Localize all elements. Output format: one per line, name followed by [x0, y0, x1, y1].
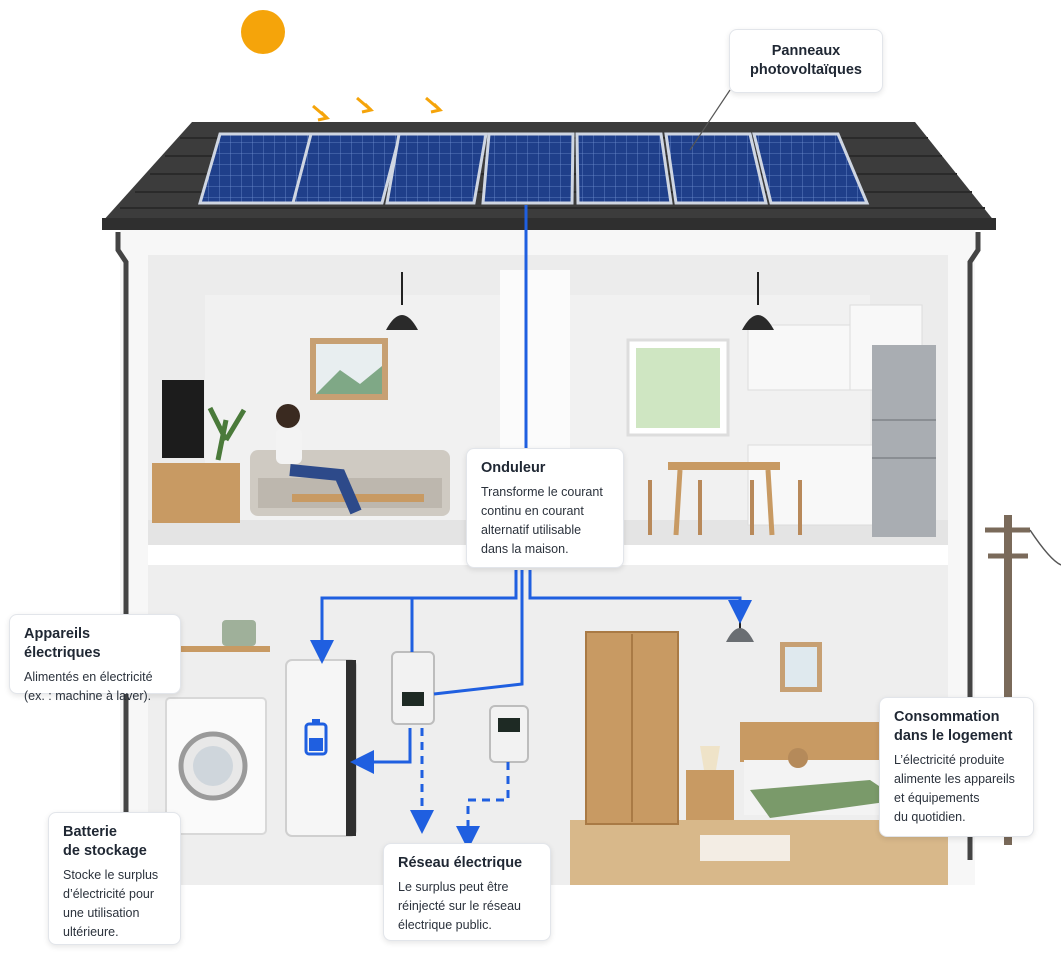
kitchen	[626, 272, 936, 537]
batterie-desc-line-1: Stocke le surplus	[63, 868, 159, 882]
batterie-title-line-2: de stockage	[63, 843, 147, 859]
electrical-wiring	[310, 205, 752, 850]
onduleur-desc-line-3: alternatif utilisable	[481, 523, 582, 537]
appareils-title: Appareils électriques	[24, 626, 101, 661]
bedroom	[585, 620, 906, 861]
solar-panel-icon	[385, 132, 488, 205]
reseau-desc-line-2: réinjecté sur le réseau	[398, 899, 521, 913]
solar-panel-icon	[575, 132, 673, 205]
meter-icon	[489, 705, 529, 763]
panneaux-pointer	[689, 89, 731, 151]
solar-panel-array	[198, 132, 870, 205]
callout-batterie: Batterie de stockage Stocke le surplus d…	[48, 812, 181, 945]
callout-panneaux: Panneaux photovoltaïques	[729, 29, 883, 93]
sun-rays	[312, 96, 443, 122]
callout-onduleur: Onduleur Transforme le courant continu e…	[466, 448, 624, 568]
reseau-title: Réseau électrique	[398, 855, 523, 871]
onduleur-title: Onduleur	[481, 460, 546, 476]
inverter-icon	[391, 651, 435, 725]
consommation-desc-line-2: alimente les appareils	[894, 772, 1015, 786]
callout-consommation: Consommation dans le logement L’électric…	[879, 697, 1034, 837]
batterie-title-line-1: Batterie	[63, 824, 117, 840]
reseau-desc-line-3: électrique public.	[398, 918, 492, 932]
appareils-desc-line-2: (ex. : machine à laver).	[24, 689, 152, 703]
solar-panel-icon	[752, 132, 870, 205]
reseau-desc-line-1: Le surplus peut être	[398, 880, 509, 894]
consommation-desc-line-4: du quotidien.	[894, 810, 966, 824]
sun-icon	[241, 10, 285, 54]
consommation-title-line-1: Consommation	[894, 709, 1000, 725]
solar-panel-icon	[481, 132, 575, 205]
onduleur-desc-line-1: Transforme le courant	[481, 485, 603, 499]
solar-panel-icon	[291, 132, 402, 205]
panneaux-title-line-2: photovoltaïques	[750, 62, 862, 78]
panneaux-title-line-1: Panneaux	[771, 43, 841, 59]
consommation-desc-line-1: L’électricité produite	[894, 753, 1005, 767]
onduleur-desc-line-4: dans la maison.	[481, 542, 569, 556]
callout-appareils: Appareils électriques Alimentés en élect…	[9, 614, 181, 703]
onduleur-desc-line-2: continu en courant	[481, 504, 584, 518]
batterie-desc-line-2: d’électricité pour	[63, 887, 155, 901]
consommation-desc-line-3: et équipements	[894, 791, 980, 805]
appareils-desc-line-1: Alimentés en électricité	[24, 670, 153, 684]
utility-room	[165, 620, 529, 837]
battery-icon	[304, 719, 328, 756]
callout-reseau: Réseau électrique Le surplus peut être r…	[383, 843, 551, 941]
consommation-title-line-2: dans le logement	[894, 728, 1013, 744]
solar-panel-icon	[664, 132, 768, 205]
batterie-desc-line-3: une utilisation	[63, 906, 140, 920]
living-room	[152, 272, 450, 523]
batterie-desc-line-4: ultérieure.	[63, 925, 119, 939]
